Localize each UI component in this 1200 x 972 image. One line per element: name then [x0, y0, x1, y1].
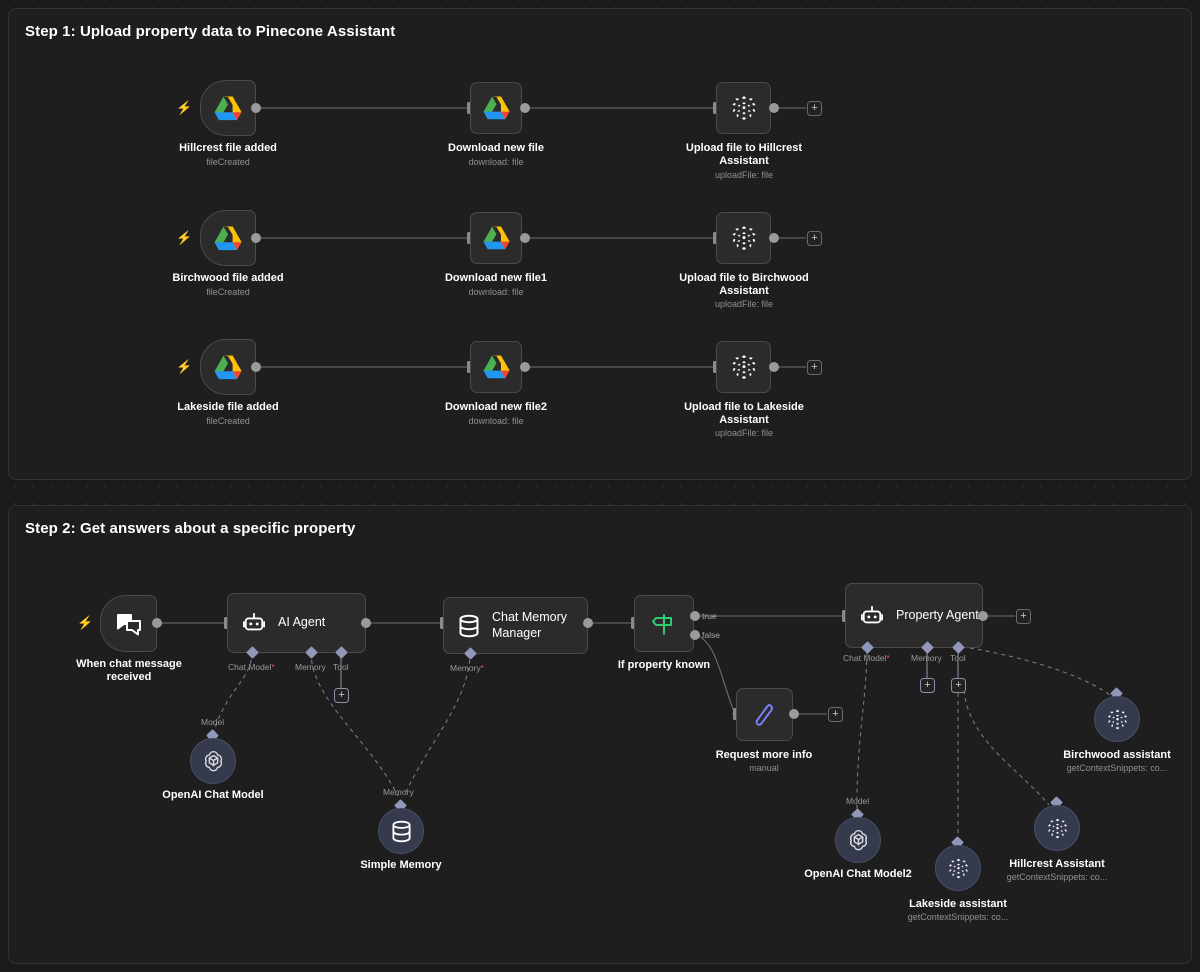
- sub-port-label-memory: Memory: [383, 787, 414, 797]
- pinecone-icon: [730, 224, 758, 252]
- node-property-agent[interactable]: Property Agent: [845, 583, 983, 648]
- add-node-button[interactable]: +: [1016, 609, 1031, 624]
- node-download-new-file1[interactable]: [470, 212, 522, 264]
- output-port-false[interactable]: [690, 630, 700, 640]
- input-port[interactable]: [467, 361, 472, 373]
- node-hillcrest-file-added[interactable]: [200, 80, 256, 136]
- input-port[interactable]: [713, 232, 718, 244]
- subnode-openai-chat-model[interactable]: [190, 738, 236, 784]
- google-drive-icon: [483, 226, 510, 250]
- output-port[interactable]: [152, 618, 162, 628]
- add-memory-button[interactable]: +: [920, 678, 935, 693]
- database-icon: [458, 614, 480, 638]
- add-node-button[interactable]: +: [828, 707, 843, 722]
- input-port[interactable]: [224, 617, 229, 629]
- output-port[interactable]: [251, 233, 261, 243]
- output-port[interactable]: [251, 103, 261, 113]
- input-port[interactable]: [467, 102, 472, 114]
- input-port[interactable]: [733, 708, 738, 720]
- node-title: Property Agent: [896, 607, 979, 622]
- sub-port-label-tool: Tool: [333, 662, 349, 672]
- output-label-true: true: [702, 611, 717, 621]
- sub-port-label-model: Model: [201, 717, 225, 727]
- subnode-simple-memory[interactable]: [378, 808, 424, 854]
- sub-port-label-memory: Memory: [911, 653, 942, 663]
- node-title: Chat Memory Manager: [492, 609, 568, 640]
- output-port[interactable]: [520, 362, 530, 372]
- output-label-false: false: [702, 630, 720, 640]
- node-download-new-file[interactable]: [470, 82, 522, 134]
- sub-port-label-memory: Memory: [295, 662, 326, 672]
- chat-bubbles-icon: [116, 612, 142, 636]
- sub-port-label-tool: Tool: [950, 653, 966, 663]
- node-download-new-file2[interactable]: [470, 341, 522, 393]
- pinecone-icon: [1046, 817, 1069, 840]
- robot-icon: [860, 605, 884, 627]
- node-upload-file-to-hillcrest[interactable]: [716, 82, 771, 134]
- node-upload-file-to-birchwood[interactable]: [716, 212, 771, 264]
- google-drive-icon: [214, 96, 242, 121]
- sticky-note-step-2[interactable]: Step 2: Get answers about a specific pro…: [8, 505, 1192, 964]
- node-ai-agent[interactable]: AI Agent: [227, 593, 366, 653]
- input-port[interactable]: [713, 361, 718, 373]
- robot-icon: [242, 612, 266, 634]
- google-drive-icon: [483, 96, 510, 120]
- add-tool-button[interactable]: +: [951, 678, 966, 693]
- output-port[interactable]: [251, 362, 261, 372]
- sub-port-label-chat-model: Chat Model*: [843, 653, 890, 663]
- input-port[interactable]: [440, 617, 445, 629]
- pencil-icon: [753, 702, 777, 728]
- subnode-openai-chat-model2[interactable]: [835, 817, 881, 863]
- input-port[interactable]: [713, 102, 718, 114]
- output-port[interactable]: [769, 362, 779, 372]
- input-port[interactable]: [467, 232, 472, 244]
- google-drive-icon: [214, 226, 242, 251]
- sticky-note-step-1-title: Step 1: Upload property data to Pinecone…: [25, 23, 396, 40]
- node-chat-memory-manager[interactable]: Chat Memory Manager: [443, 597, 588, 654]
- output-port[interactable]: [978, 611, 988, 621]
- pinecone-icon: [947, 857, 970, 880]
- trigger-bolt-icon-1: ⚡: [176, 100, 193, 115]
- signpost-icon: [651, 611, 677, 637]
- sub-port-label-memory: Memory*: [450, 663, 484, 673]
- sticky-note-step-2-title: Step 2: Get answers about a specific pro…: [25, 520, 356, 537]
- pinecone-icon: [730, 353, 758, 381]
- node-birchwood-file-added[interactable]: [200, 210, 256, 266]
- node-upload-file-to-lakeside[interactable]: [716, 341, 771, 393]
- output-port[interactable]: [520, 233, 530, 243]
- subnode-birchwood-assistant[interactable]: [1094, 696, 1140, 742]
- trigger-bolt-icon-3: ⚡: [176, 359, 193, 374]
- trigger-bolt-icon-2: ⚡: [176, 230, 193, 245]
- sub-port-label-model: Model: [846, 796, 870, 806]
- google-drive-icon: [214, 355, 242, 380]
- database-icon: [391, 820, 412, 843]
- subnode-lakeside-assistant[interactable]: [935, 845, 981, 891]
- input-port[interactable]: [842, 610, 847, 622]
- pinecone-icon: [1106, 708, 1129, 731]
- openai-icon: [201, 749, 226, 774]
- output-port[interactable]: [520, 103, 530, 113]
- output-port[interactable]: [769, 103, 779, 113]
- input-port[interactable]: [631, 617, 636, 629]
- node-when-chat-message-received[interactable]: [100, 595, 157, 652]
- node-if-property-known[interactable]: [634, 595, 694, 652]
- google-drive-icon: [483, 355, 510, 379]
- output-port[interactable]: [361, 618, 371, 628]
- output-port-true[interactable]: [690, 611, 700, 621]
- output-port[interactable]: [769, 233, 779, 243]
- add-node-button[interactable]: +: [807, 231, 822, 246]
- trigger-bolt-icon-chat: ⚡: [77, 615, 94, 630]
- sub-port-label-chat-model: Chat Model*: [228, 662, 275, 672]
- add-node-button[interactable]: +: [807, 101, 822, 116]
- add-tool-button[interactable]: +: [334, 688, 349, 703]
- output-port[interactable]: [583, 618, 593, 628]
- add-node-button[interactable]: +: [807, 360, 822, 375]
- node-request-more-info[interactable]: [736, 688, 793, 741]
- openai-icon: [846, 828, 871, 853]
- pinecone-icon: [730, 94, 758, 122]
- node-lakeside-file-added[interactable]: [200, 339, 256, 395]
- subnode-hillcrest-assistant[interactable]: [1034, 805, 1080, 851]
- output-port[interactable]: [789, 709, 799, 719]
- node-title: AI Agent: [278, 615, 326, 630]
